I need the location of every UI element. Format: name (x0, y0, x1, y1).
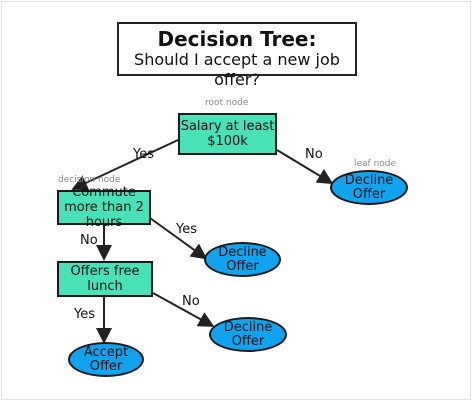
edge-label-commute-no: No (80, 233, 98, 248)
leaf-decline-2: Decline Offer (204, 242, 281, 277)
node-lunch-label: Offers free lunch (70, 264, 140, 294)
edge-label-salary-no: No (305, 147, 323, 162)
edge-commute-decline (149, 217, 208, 260)
root-node-label: root node (205, 98, 249, 108)
diagram-title-box: Decision Tree: Should I accept a new job… (117, 22, 357, 89)
edge-lunch-decline (152, 292, 215, 327)
diagram-title: Decision Tree: (157, 27, 317, 51)
leaf-decline-3: Decline Offer (209, 317, 287, 352)
leaf-decline-3-label: Decline Offer (223, 319, 273, 349)
node-lunch: Offers free lunch (57, 261, 153, 297)
leaf-accept-label: Accept Offer (83, 344, 129, 374)
edge-label-salary-yes: Yes (133, 147, 154, 162)
node-salary-label: Salary at least $100k (180, 119, 275, 149)
edge-label-lunch-yes: Yes (74, 307, 95, 322)
leaf-decline-1: Decline Offer (330, 170, 408, 205)
diagram-subtitle: Should I accept a new job offer? (134, 50, 340, 89)
decision-node-label: decision node (58, 175, 121, 185)
edge-label-commute-yes: Yes (176, 222, 197, 237)
leaf-decline-2-label: Decline Offer (218, 244, 267, 274)
edge-salary-decline (276, 149, 334, 185)
node-salary: Salary at least $100k (178, 113, 277, 155)
leaf-accept: Accept Offer (68, 342, 144, 377)
leaf-node-label: leaf node (354, 159, 397, 169)
node-commute: Commute more than 2 hours (57, 185, 151, 230)
leaf-decline-1-label: Decline Offer (344, 172, 394, 202)
node-commute-label: Commute more than 2 hours (64, 185, 144, 230)
edge-salary-commute (71, 139, 179, 191)
edge-label-lunch-no: No (182, 294, 200, 309)
